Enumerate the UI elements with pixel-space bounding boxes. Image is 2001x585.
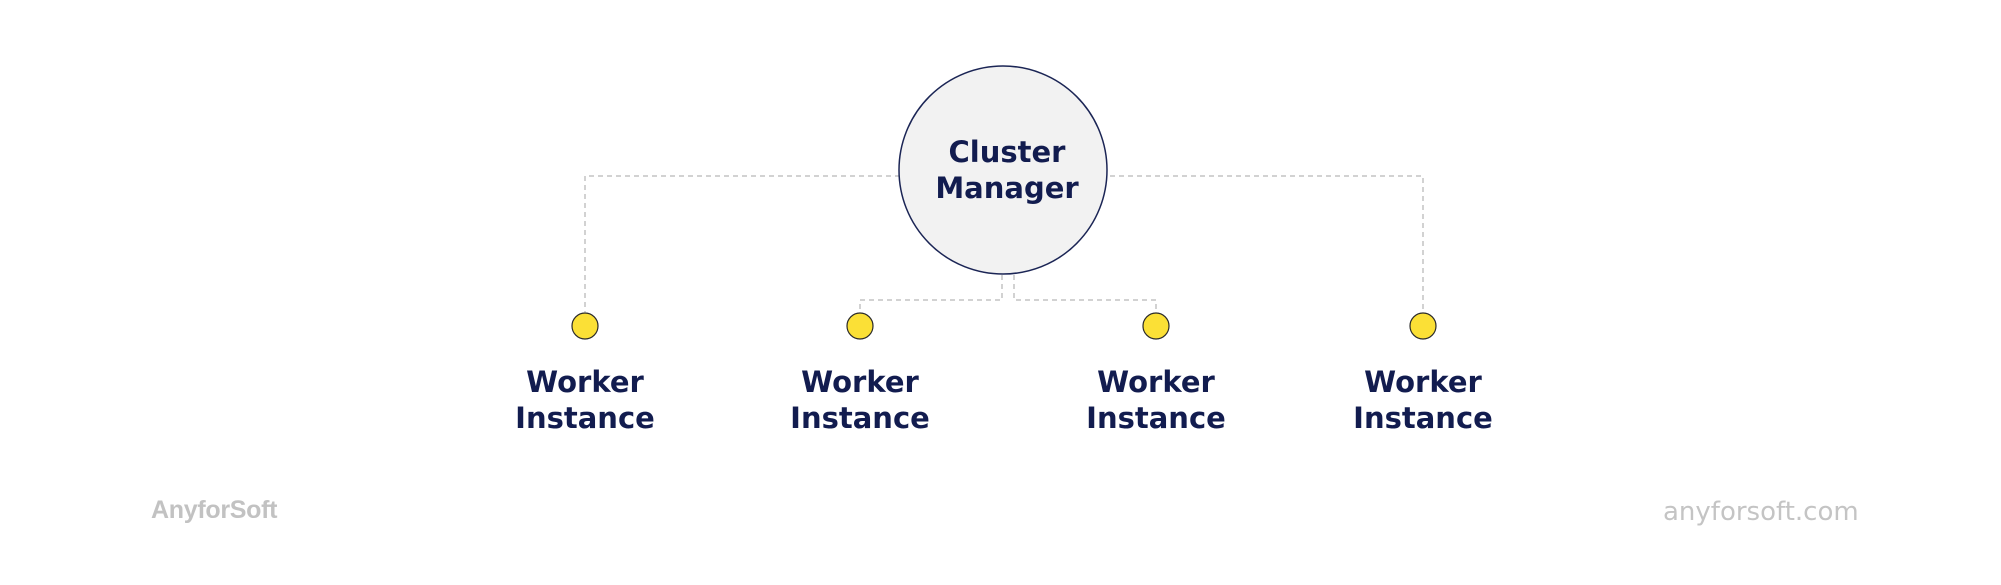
worker-label-line1: Worker <box>1097 365 1215 399</box>
cluster-manager-label-line2: Manager <box>935 171 1079 205</box>
worker-node-dot-1 <box>571 312 599 340</box>
brand-logo-text: AnyforSoft <box>151 496 278 524</box>
connector-line-worker-4 <box>1110 175 1424 312</box>
cluster-manager-label: Cluster Manager <box>935 134 1078 206</box>
worker-node-dot-4 <box>1409 312 1437 340</box>
worker-label-line2: Instance <box>1353 401 1493 435</box>
brand-site-url: anyforsoft.com <box>1663 497 1859 527</box>
worker-node-dot-3 <box>1142 312 1170 340</box>
worker-instance-label-3: Worker Instance <box>1086 364 1226 436</box>
worker-label-line2: Instance <box>515 401 655 435</box>
worker-instance-label-4: Worker Instance <box>1353 364 1493 436</box>
worker-label-line2: Instance <box>1086 401 1226 435</box>
worker-label-line1: Worker <box>526 365 644 399</box>
worker-label-line1: Worker <box>801 365 919 399</box>
worker-instance-label-1: Worker Instance <box>515 364 655 436</box>
worker-label-line2: Instance <box>790 401 930 435</box>
cluster-manager-node <box>898 65 1108 275</box>
connector-line-worker-1 <box>584 175 900 312</box>
connector-line-worker-2 <box>859 275 1003 312</box>
worker-instance-label-2: Worker Instance <box>790 364 930 436</box>
cluster-manager-label-line1: Cluster <box>948 135 1066 169</box>
worker-label-line1: Worker <box>1364 365 1482 399</box>
worker-node-dot-2 <box>846 312 874 340</box>
connector-line-worker-3 <box>1013 275 1157 312</box>
